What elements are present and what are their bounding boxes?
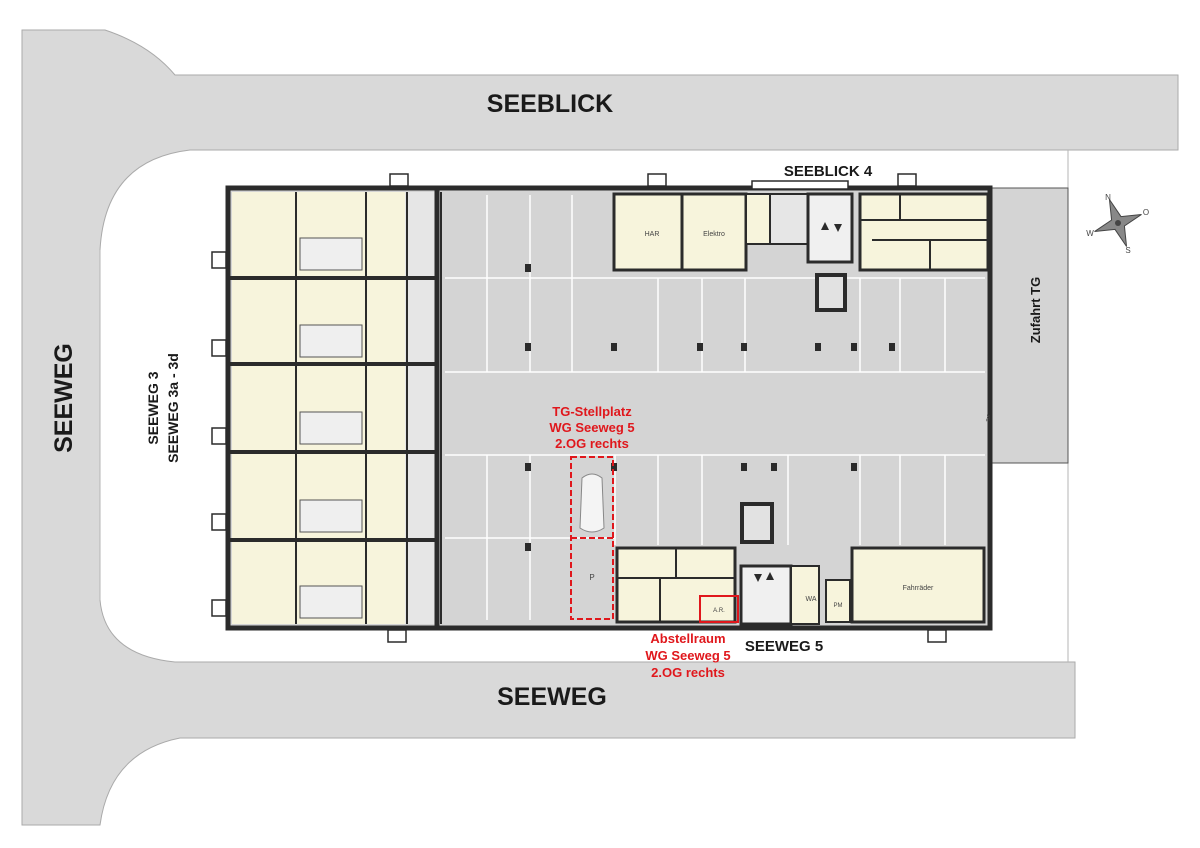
compass-n: N: [1105, 193, 1111, 202]
compass-s: S: [1125, 246, 1130, 255]
storage-note-1: Abstellraum: [650, 631, 725, 646]
address-west-2: SEEWEG 3a - 3d: [165, 353, 181, 463]
street-label-bottom: SEEWEG: [497, 683, 607, 711]
address-west-1: SEEWEG 3: [145, 371, 161, 444]
garage-ramp: [989, 187, 1069, 464]
room-elektro: Elektro: [703, 231, 725, 238]
west-block: [228, 188, 440, 628]
room-wa: WA: [805, 596, 816, 603]
address-north: SEEBLICK 4: [784, 163, 873, 180]
entry-doors: [211, 173, 947, 643]
parking-mark: P: [589, 573, 594, 582]
highlighted-storage-room: [699, 595, 739, 623]
compass-o: O: [1143, 208, 1149, 217]
street-label-left: SEEWEG: [50, 343, 78, 453]
north-rooms: [612, 192, 990, 312]
parking-grid: [445, 195, 985, 620]
columns: [525, 264, 895, 551]
room-pm: PM: [834, 603, 843, 609]
building: [225, 185, 993, 631]
street-label-top: SEEBLICK: [487, 90, 613, 118]
storage-note-3: 2.OG rechts: [651, 665, 725, 680]
address-south: SEEWEG 5: [745, 638, 823, 655]
compass-rose: N O S W: [1086, 193, 1149, 255]
parking-note-2: WG Seeweg 5: [549, 420, 634, 435]
ramp-label: Zufahrt TG: [1028, 277, 1043, 343]
compass-w: W: [1086, 229, 1094, 238]
room-har: HAR: [645, 231, 660, 238]
south-rooms: [615, 502, 986, 626]
parking-note-3: 2.OG rechts: [555, 436, 629, 451]
car-icon: [579, 473, 605, 533]
highlighted-parking-space: [570, 456, 614, 620]
parking-note-1: TG-Stellplatz: [552, 404, 632, 419]
gate-label: Tor: [986, 414, 992, 421]
room-fahrraeder: Fahrräder: [903, 585, 934, 592]
room-ar: A.R.: [713, 608, 725, 614]
storage-note-2: WG Seeweg 5: [645, 648, 730, 663]
